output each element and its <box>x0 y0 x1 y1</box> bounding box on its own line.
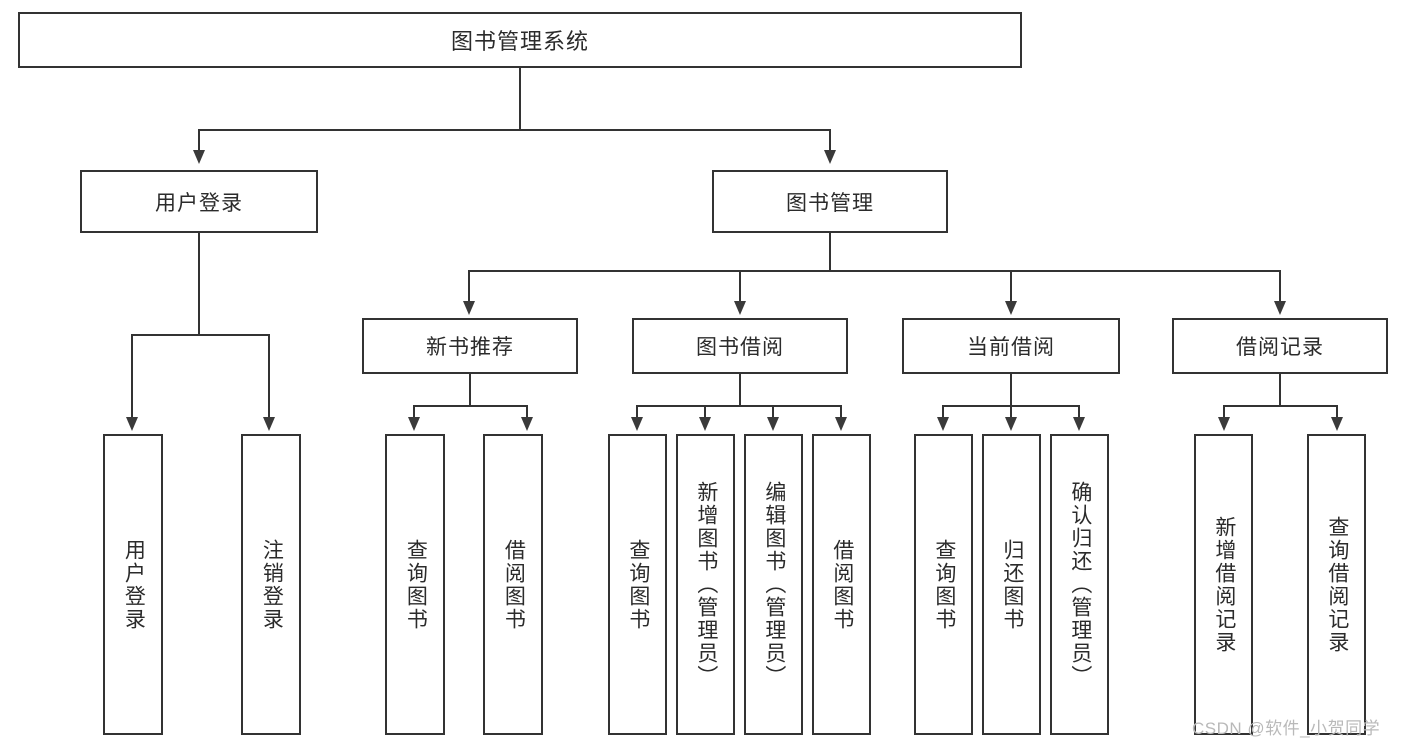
arrowhead-leaf-new-book-1 <box>408 417 420 431</box>
connector-borrow-record-drop-1 <box>1223 405 1225 418</box>
node-label: 新书推荐 <box>426 336 514 359</box>
arrowhead-leaf-user-login-1 <box>126 417 138 431</box>
leaf-label: 用户登录 <box>122 538 146 631</box>
leaf-label: 新增图书（管理员） <box>694 481 718 688</box>
connector-current-borrow-drop-2 <box>1010 405 1012 418</box>
connector-borrow-record-bus <box>1223 405 1337 407</box>
connector-user-login-drop-1 <box>131 334 133 418</box>
leaf-borrow-record-query-record[interactable]: 查询借阅记录 <box>1307 434 1366 735</box>
node-label: 图书管理 <box>786 191 874 215</box>
arrowhead-user-login <box>193 150 205 164</box>
connector-level3-drop-4 <box>1279 270 1281 302</box>
leaf-label: 借阅图书 <box>502 538 526 631</box>
arrowhead-leaf-borrow-record-2 <box>1331 417 1343 431</box>
leaf-label: 查询借阅记录 <box>1325 515 1349 654</box>
connector-current-borrow-stem <box>1010 374 1012 406</box>
leaf-user-login-user-login[interactable]: 用户登录 <box>103 434 163 735</box>
arrowhead-leaf-user-login-2 <box>263 417 275 431</box>
node-book-management[interactable]: 图书管理 <box>712 170 948 233</box>
connector-book-borrow-drop-2 <box>704 405 706 418</box>
connector-book-manage-stem <box>829 233 831 271</box>
leaf-label: 确认归还（管理员） <box>1068 481 1092 688</box>
arrowhead-leaf-new-book-2 <box>521 417 533 431</box>
arrowhead-leaf-borrow-record-1 <box>1218 417 1230 431</box>
connector-book-borrow-drop-1 <box>636 405 638 418</box>
node-user-login[interactable]: 用户登录 <box>80 170 318 233</box>
arrowhead-leaf-current-borrow-1 <box>937 417 949 431</box>
connector-new-book-drop-2 <box>526 405 528 418</box>
leaf-current-borrow-query-book[interactable]: 查询图书 <box>914 434 973 735</box>
leaf-new-book-query-book[interactable]: 查询图书 <box>385 434 445 735</box>
connector-level2-drop-right <box>829 129 831 151</box>
leaf-borrow-record-add-record[interactable]: 新增借阅记录 <box>1194 434 1253 735</box>
leaf-label: 新增借阅记录 <box>1212 515 1236 654</box>
leaf-label: 借阅图书 <box>830 538 854 631</box>
connector-new-book-drop-1 <box>413 405 415 418</box>
node-label: 图书借阅 <box>696 336 784 359</box>
connector-level2-bus <box>198 129 830 131</box>
leaf-label: 查询图书 <box>932 538 956 631</box>
leaf-label: 注销登录 <box>260 538 284 631</box>
node-label: 图书管理系统 <box>450 29 589 54</box>
connector-level3-bus <box>468 270 1280 272</box>
arrowhead-borrow-record <box>1274 301 1286 315</box>
connector-new-book-stem <box>469 374 471 406</box>
arrowhead-new-book-rec <box>463 301 475 315</box>
arrowhead-leaf-book-borrow-3 <box>767 417 779 431</box>
connector-level3-drop-2 <box>739 270 741 302</box>
leaf-label: 查询图书 <box>626 538 650 631</box>
leaf-book-borrow-borrow-book[interactable]: 借阅图书 <box>812 434 871 735</box>
leaf-book-borrow-query-book[interactable]: 查询图书 <box>608 434 667 735</box>
node-new-book-recommend[interactable]: 新书推荐 <box>362 318 578 374</box>
node-label: 用户登录 <box>155 191 243 215</box>
node-current-borrow[interactable]: 当前借阅 <box>902 318 1120 374</box>
connector-level3-drop-3 <box>1010 270 1012 302</box>
leaf-label: 归还图书 <box>1000 538 1024 631</box>
connector-user-login-bus <box>131 334 269 336</box>
node-label: 借阅记录 <box>1236 336 1324 359</box>
connector-book-borrow-drop-3 <box>772 405 774 418</box>
connector-current-borrow-drop-1 <box>942 405 944 418</box>
leaf-label: 编辑图书（管理员） <box>762 481 786 688</box>
leaf-user-login-logout[interactable]: 注销登录 <box>241 434 301 735</box>
node-book-borrow[interactable]: 图书借阅 <box>632 318 848 374</box>
connector-level3-drop-1 <box>468 270 470 302</box>
arrowhead-leaf-book-borrow-4 <box>835 417 847 431</box>
connector-user-login-drop-2 <box>268 334 270 418</box>
leaf-current-borrow-return-book[interactable]: 归还图书 <box>982 434 1041 735</box>
leaf-label: 查询图书 <box>404 538 428 631</box>
connector-level2-drop-left <box>198 129 200 151</box>
connector-current-borrow-drop-3 <box>1078 405 1080 418</box>
arrowhead-leaf-book-borrow-2 <box>699 417 711 431</box>
leaf-book-borrow-edit-book-admin[interactable]: 编辑图书（管理员） <box>744 434 803 735</box>
arrowhead-book-manage <box>824 150 836 164</box>
connector-book-borrow-drop-4 <box>840 405 842 418</box>
node-root-book-management-system[interactable]: 图书管理系统 <box>18 12 1022 68</box>
arrowhead-current-borrow <box>1005 301 1017 315</box>
leaf-current-borrow-confirm-return-admin[interactable]: 确认归还（管理员） <box>1050 434 1109 735</box>
arrowhead-leaf-current-borrow-3 <box>1073 417 1085 431</box>
connector-user-login-stem <box>198 233 200 335</box>
node-label: 当前借阅 <box>967 336 1055 359</box>
connector-book-borrow-bus <box>636 405 842 407</box>
leaf-book-borrow-add-book-admin[interactable]: 新增图书（管理员） <box>676 434 735 735</box>
connector-borrow-record-stem <box>1279 374 1281 406</box>
connector-new-book-bus <box>413 405 527 407</box>
arrowhead-leaf-current-borrow-2 <box>1005 417 1017 431</box>
arrowhead-book-borrow <box>734 301 746 315</box>
connector-root-stem <box>519 68 521 130</box>
connector-borrow-record-drop-2 <box>1336 405 1338 418</box>
connector-book-borrow-stem <box>739 374 741 406</box>
arrowhead-leaf-book-borrow-1 <box>631 417 643 431</box>
node-borrow-record[interactable]: 借阅记录 <box>1172 318 1388 374</box>
leaf-new-book-borrow-book[interactable]: 借阅图书 <box>483 434 543 735</box>
